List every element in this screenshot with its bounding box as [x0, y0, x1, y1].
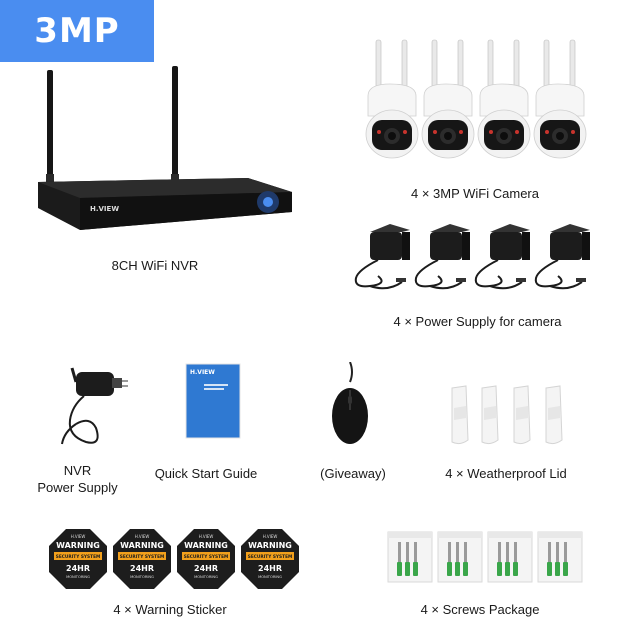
sticker-title: WARNING	[56, 541, 100, 550]
sticker-hours: 24HR	[130, 564, 154, 573]
nvr-power-supply-caption-line2: Power Supply	[37, 480, 118, 495]
nvr-power-supply-caption: NVR Power Supply	[20, 462, 135, 496]
warning-sticker-caption: 4 × Warning Sticker	[113, 602, 227, 617]
resolution-badge: 3MP	[0, 0, 154, 62]
mouse-caption: (Giveaway)	[320, 466, 386, 481]
quick-start-guide-caption: Quick Start Guide	[154, 466, 258, 481]
nvr-power-supply-image	[50, 362, 130, 452]
screws-package-caption: 4 × Screws Package	[420, 602, 540, 617]
sticker-monitoring: MONITORING	[258, 575, 282, 579]
sticker-subtitle: SECURITY SYSTEM	[184, 554, 229, 560]
sticker-hours: 24HR	[194, 564, 218, 573]
sticker-hours: 24HR	[66, 564, 90, 573]
nvr-image: H.VIEW	[30, 62, 300, 232]
sticker-title: WARNING	[120, 541, 164, 550]
camera-power-supplies-image	[348, 222, 598, 302]
guide-brand-text: H.VIEW	[190, 369, 215, 376]
mouse-image	[328, 362, 374, 446]
sticker-monitoring: MONITORING	[130, 575, 154, 579]
warning-sticker: H.VIEW WARNING SECURITY SYSTEM 24HR MONI…	[113, 529, 171, 589]
sticker-brand: H.VIEW	[71, 534, 86, 539]
nvr-power-supply-caption-line1: NVR	[63, 463, 92, 478]
sticker-subtitle: SECURITY SYSTEM	[248, 554, 293, 560]
camera-caption: 4 × 3MP WiFi Camera	[411, 186, 539, 201]
warning-sticker: H.VIEW WARNING SECURITY SYSTEM 24HR MONI…	[241, 529, 299, 589]
sticker-title: WARNING	[184, 541, 228, 550]
sticker-subtitle: SECURITY SYSTEM	[120, 554, 165, 560]
weatherproof-lid-caption: 4 × Weatherproof Lid	[445, 466, 567, 481]
badge-label: 3MP	[34, 11, 120, 51]
weatherproof-lids-image	[446, 384, 576, 448]
nvr-brand-text: H.VIEW	[90, 205, 119, 213]
warning-stickers: H.VIEW WARNING SECURITY SYSTEM 24HR MONI…	[48, 528, 302, 590]
quick-start-guide-image: H.VIEW	[184, 362, 242, 440]
warning-sticker: H.VIEW WARNING SECURITY SYSTEM 24HR MONI…	[49, 529, 107, 589]
sticker-monitoring: MONITORING	[194, 575, 218, 579]
screws-packages-image	[386, 530, 586, 584]
nvr-caption: 8CH WiFi NVR	[111, 258, 199, 273]
sticker-subtitle: SECURITY SYSTEM	[56, 554, 101, 560]
sticker-hours: 24HR	[258, 564, 282, 573]
sticker-brand: H.VIEW	[135, 534, 150, 539]
sticker-monitoring: MONITORING	[66, 575, 90, 579]
camera-power-supply-caption: 4 × Power Supply for camera	[393, 314, 562, 329]
sticker-title: WARNING	[248, 541, 292, 550]
warning-sticker: H.VIEW WARNING SECURITY SYSTEM 24HR MONI…	[177, 529, 235, 589]
sticker-brand: H.VIEW	[199, 534, 214, 539]
cameras-image	[360, 36, 600, 166]
sticker-brand: H.VIEW	[263, 534, 278, 539]
